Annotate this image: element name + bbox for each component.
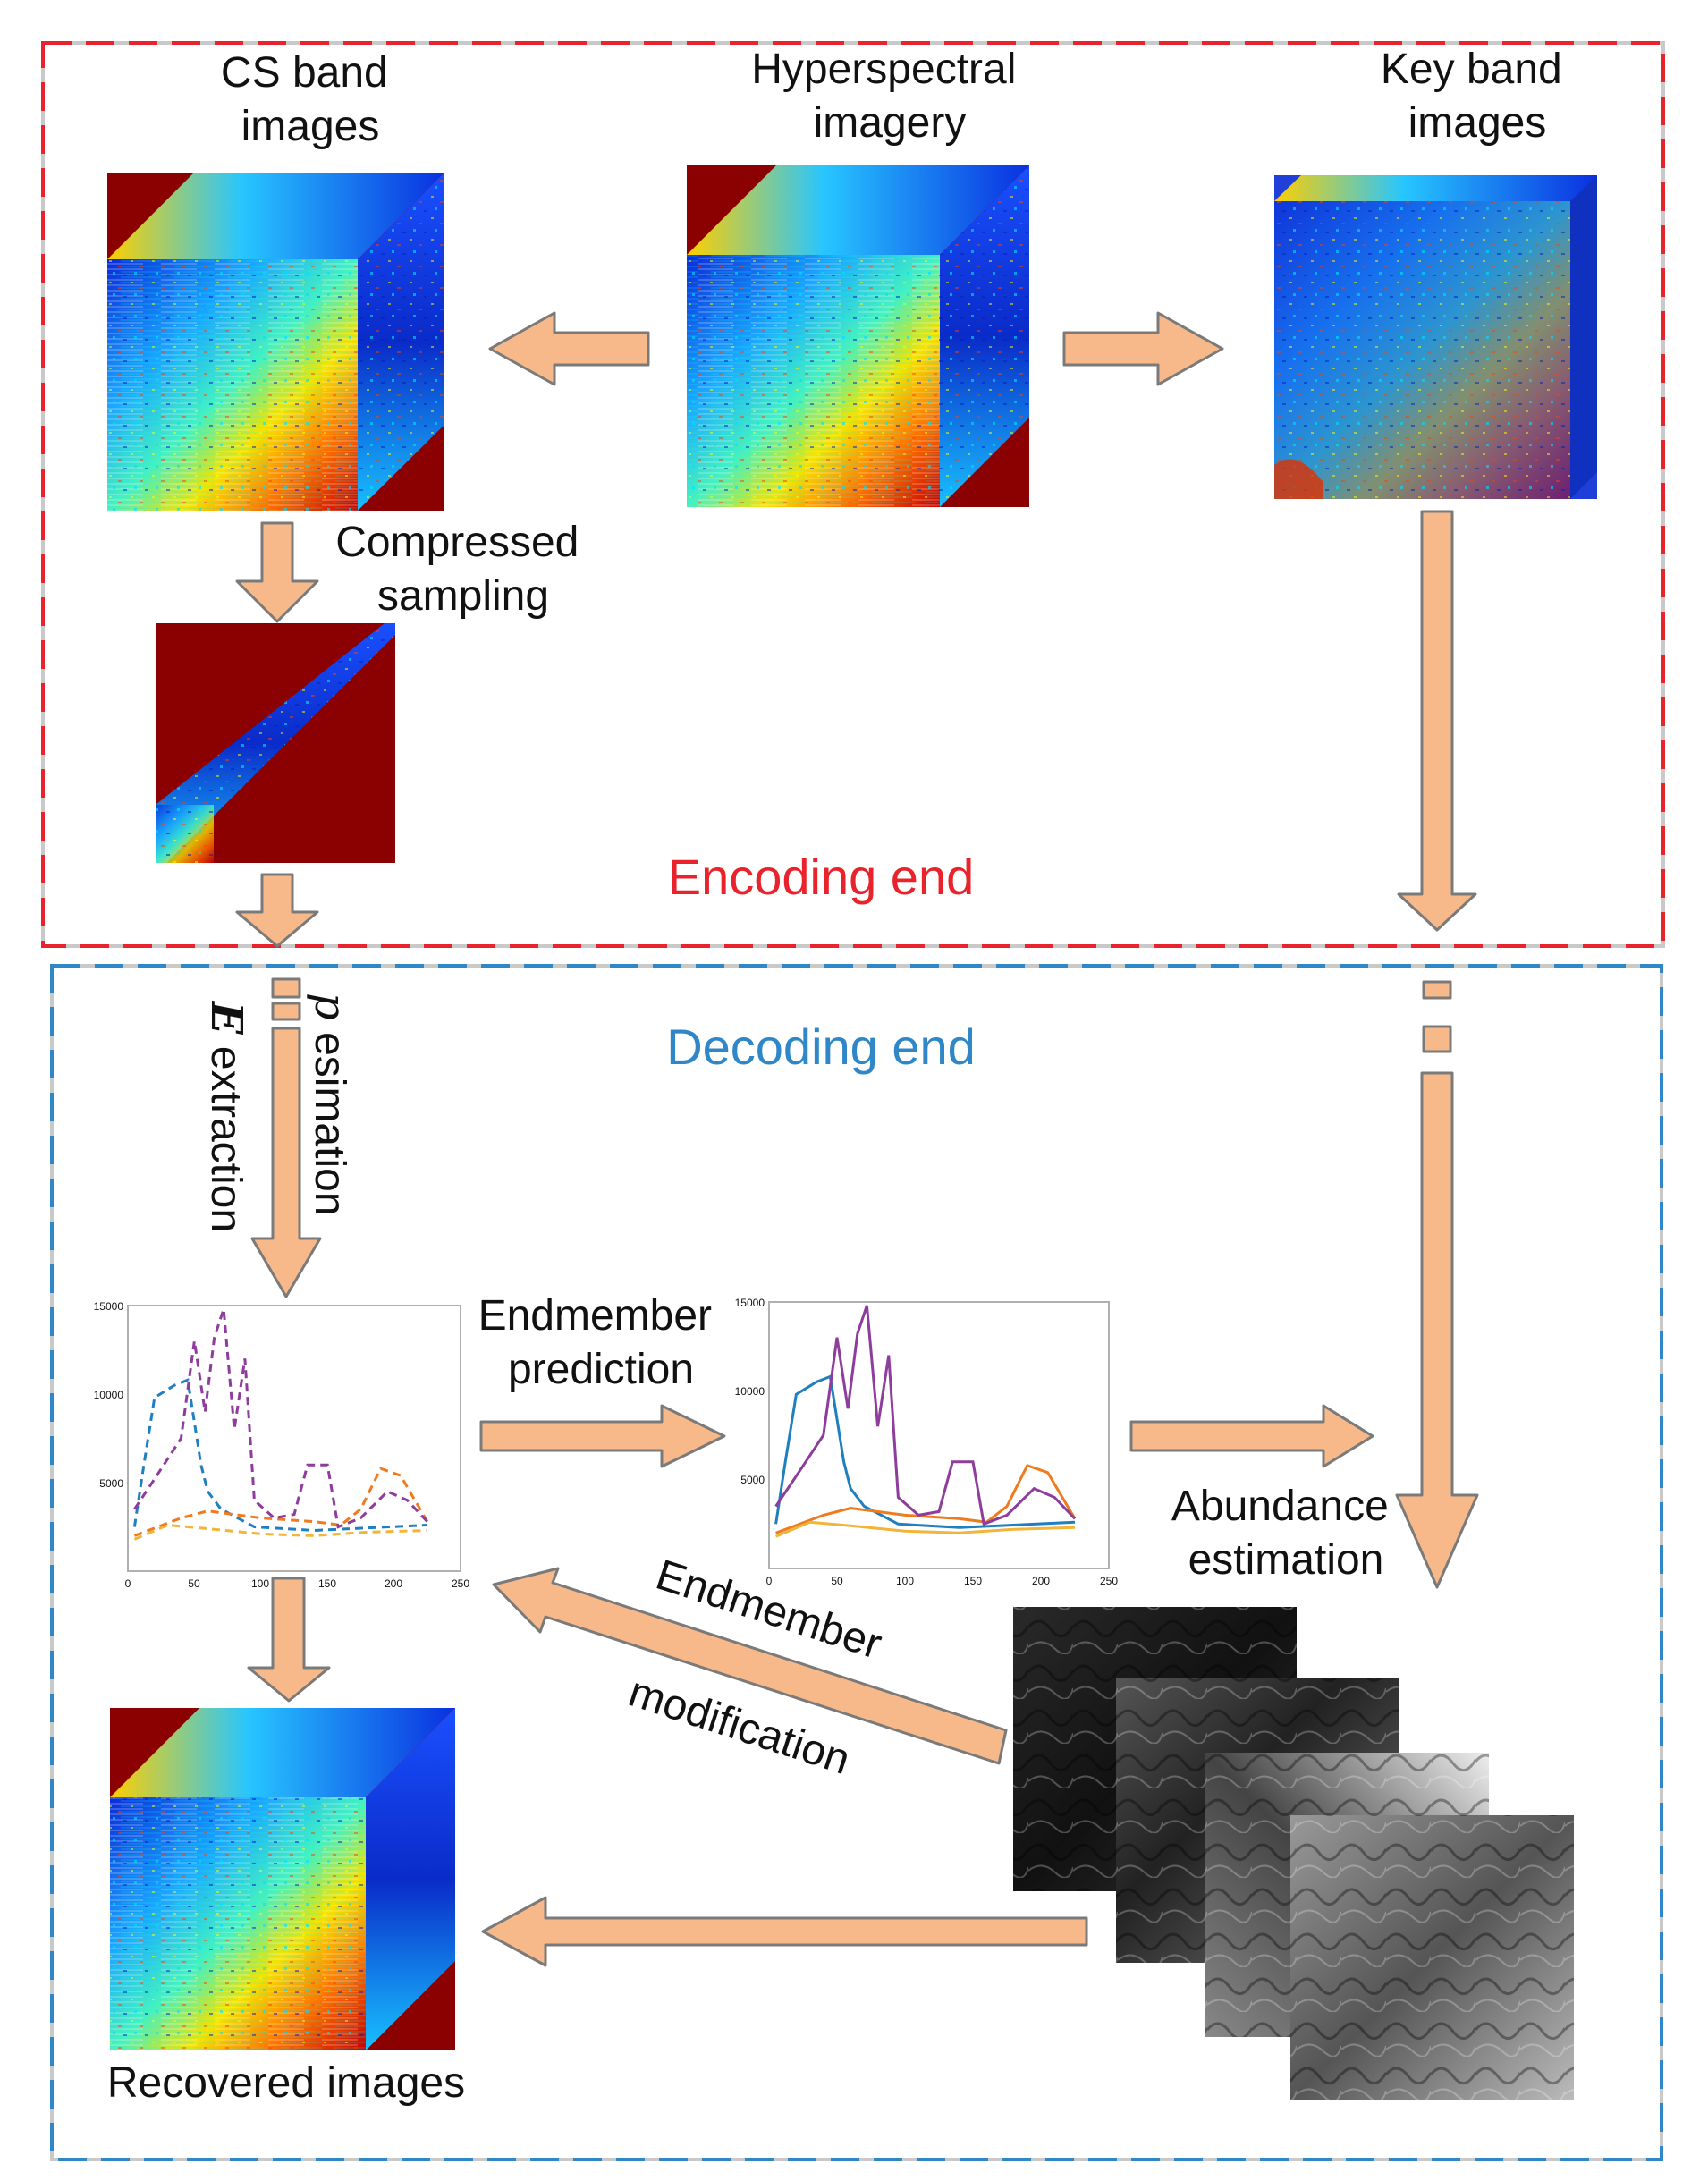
arrow-extraction-dash-1: [271, 977, 301, 999]
chart-left-xtick-250: 250: [452, 1577, 469, 1590]
abundance-estimation-line-1: Abundance: [1171, 1483, 1389, 1530]
endmember-chart-right: 15000 10000 5000 0 50 100 150 200 250: [735, 1297, 1119, 1587]
arrow-to-recovered: [247, 1577, 331, 1703]
arrow-key-band-dash-2: [1422, 1025, 1452, 1053]
chart-left-xtick-0: 0: [125, 1577, 131, 1590]
abundance-estimation-label: Abundance estimation: [1171, 1483, 1400, 1584]
key-band-label-line-1: Key band: [1381, 46, 1562, 93]
arrow-key-band-to-abundance: [1395, 1071, 1479, 1589]
decoding-region: [50, 964, 1663, 2161]
chart-right-xtick-50: 50: [831, 1575, 843, 1587]
endmember-chart-left: 15000 10000 5000 0 50 100 150 200 250: [94, 1300, 470, 1590]
recovered-images-label: Recovered images: [107, 2059, 465, 2107]
chart-left-ytick-5000: 5000: [99, 1477, 123, 1490]
key-band-cube-image: [1274, 175, 1597, 499]
chart-right-xtick-100: 100: [896, 1575, 914, 1587]
arrow-to-recovered-images: [481, 1896, 1088, 1967]
arrow-to-cs-band: [488, 311, 650, 386]
e-symbol: E: [201, 1000, 251, 1036]
chart-left-xtick-150: 150: [318, 1577, 336, 1590]
chart-right-xtick-250: 250: [1100, 1575, 1118, 1587]
chart-left-curve-1: [132, 1378, 427, 1533]
p-symbol: p: [305, 993, 355, 1020]
chart-left-ytick-15000: 15000: [94, 1300, 124, 1313]
arrow-to-key-band: [1062, 311, 1224, 386]
chart-right-curve-1: [774, 1374, 1076, 1529]
recovered-cube-image: [110, 1708, 455, 2050]
arrow-abundance-estimation: [1129, 1404, 1374, 1468]
arrow-endmember-prediction: [479, 1404, 726, 1468]
key-band-label-line-2: images: [1408, 99, 1547, 147]
chart-right-xtick-200: 200: [1032, 1575, 1050, 1587]
arrow-to-decoding: [235, 873, 319, 948]
p-estimation-label: p esimation: [305, 993, 355, 1216]
hyperspectral-label: Hyperspectral imagery: [751, 46, 1027, 147]
endmember-prediction-label: Endmember prediction: [478, 1292, 724, 1393]
chart-right-curve-4: [774, 1305, 1077, 1526]
compressed-sampling-line-2: sampling: [377, 572, 549, 620]
chart-left-ytick-10000: 10000: [94, 1389, 124, 1401]
abundance-maps-stack: [1013, 1607, 1574, 2100]
compressed-cube-image: [156, 623, 395, 863]
abundance-estimation-line-2: estimation: [1188, 1536, 1384, 1584]
chart-left-xtick-100: 100: [251, 1577, 269, 1590]
encoding-region: [41, 41, 1665, 948]
e-extraction-label: E extraction: [201, 1000, 251, 1232]
chart-right-curve-3: [775, 1520, 1076, 1538]
hyperspectral-label-line-2: imagery: [814, 99, 967, 147]
compressed-sampling-label: Compressed sampling: [335, 519, 590, 620]
chart-right-curve-2: [775, 1463, 1077, 1534]
arrow-compressed-sampling: [235, 521, 319, 623]
hyperspectral-cube-image: [687, 165, 1029, 507]
chart-right-ytick-15000: 15000: [735, 1297, 765, 1309]
chart-right-ytick-10000: 10000: [735, 1385, 765, 1398]
chart-right-xtick-150: 150: [964, 1575, 982, 1587]
cs-band-label: CS band images: [221, 49, 400, 150]
chart-right-xtick-0: 0: [766, 1575, 773, 1587]
encoding-end-label: Encoding end: [668, 849, 975, 905]
chart-left-xtick-50: 50: [188, 1577, 200, 1590]
chart-left-curve-4: [133, 1308, 428, 1529]
compressed-sampling-line-1: Compressed: [335, 519, 579, 566]
arrow-key-band-down: [1397, 510, 1477, 932]
hyperspectral-label-line-1: Hyperspectral: [751, 46, 1016, 93]
chart-left-xtick-200: 200: [385, 1577, 402, 1590]
arrow-extraction-down: [250, 1027, 322, 1298]
chart-right-ytick-5000: 5000: [740, 1474, 765, 1486]
cs-band-label-line-2: images: [241, 103, 380, 150]
e-extraction-text: extraction: [202, 1035, 249, 1232]
decoding-end-label: Decoding end: [666, 1019, 976, 1075]
p-estimation-text: esimation: [306, 1020, 353, 1216]
arrow-extraction-dash-2: [271, 1002, 301, 1021]
arrow-key-band-dash-1: [1422, 980, 1452, 1000]
endmember-prediction-line-1: Endmember: [478, 1292, 712, 1340]
cs-band-cube-image: [107, 173, 444, 511]
cs-band-label-line-1: CS band: [221, 49, 388, 97]
key-band-label: Key band images: [1381, 46, 1574, 147]
arrow-endmember-modification: [492, 1567, 1008, 1765]
endmember-prediction-line-2: prediction: [508, 1346, 694, 1393]
